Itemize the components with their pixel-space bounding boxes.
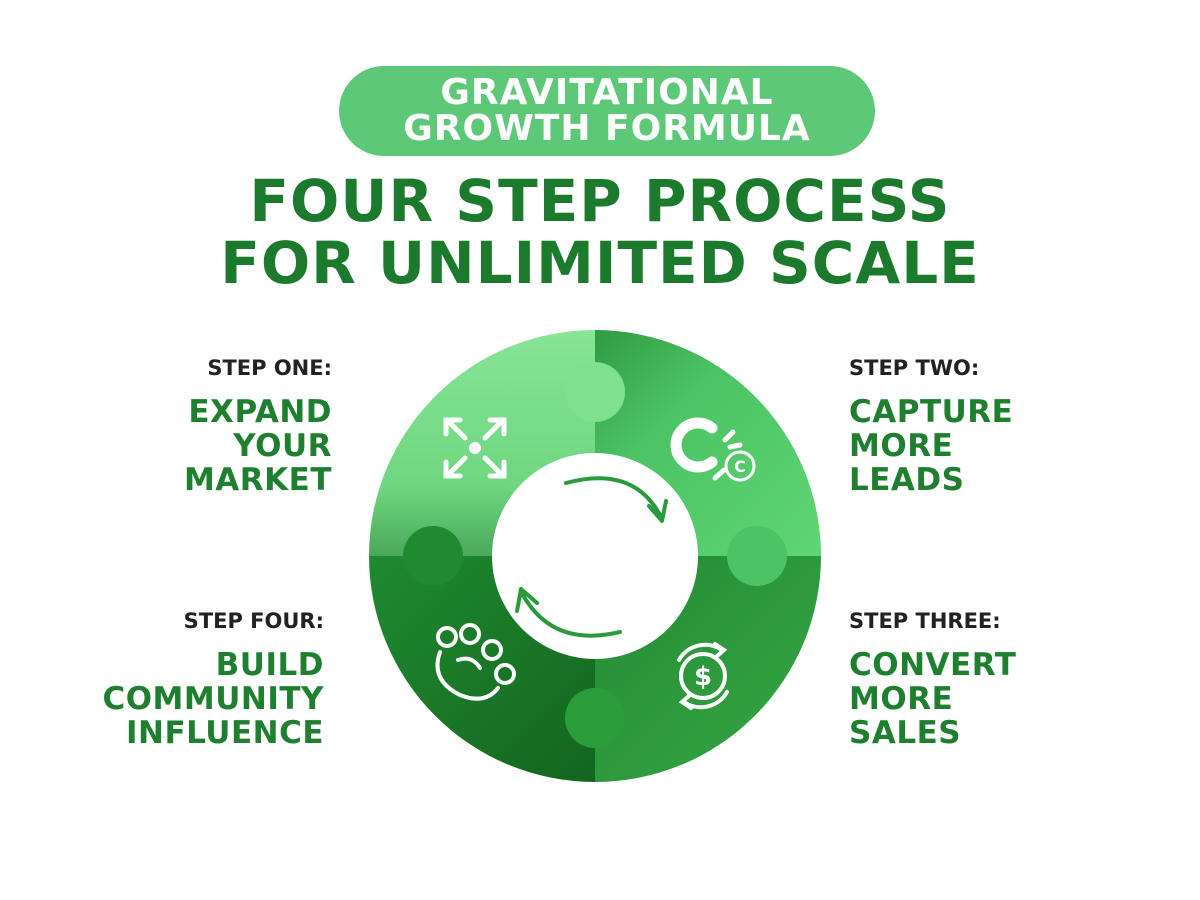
community-icon — [435, 623, 516, 701]
step-three-description: CONVERT MORE SALES — [849, 648, 1169, 750]
title-line-1: FOUR STEP PROCESS — [249, 167, 951, 235]
step-four-description: BUILD COMMUNITY INFLUENCE — [4, 648, 324, 750]
step-three-line-2: MORE — [849, 681, 954, 717]
step-three-line-3: SALES — [849, 715, 962, 751]
step-one-line-1: EXPAND — [188, 394, 332, 430]
step-three-line-1: CONVERT — [849, 647, 1017, 683]
pill-line-2: GROWTH FORMULA — [403, 108, 811, 149]
step-two-line-3: LEADS — [849, 462, 965, 498]
puzzle-knob-left — [403, 526, 463, 586]
step-two-line-2: MORE — [849, 428, 954, 464]
pill-line-1: GRAVITATIONAL — [440, 72, 774, 113]
dollar-cycle-icon: $ — [677, 642, 729, 710]
step-two-description: CAPTURE MORE LEADS — [849, 395, 1169, 497]
step-two-label: STEP TWO: — [849, 356, 980, 380]
puzzle-knob-bottom — [565, 688, 625, 748]
step-two-line-1: CAPTURE — [849, 394, 1014, 430]
step-one: STEP ONE: EXPAND YOUR MARKET — [32, 355, 332, 497]
step-four: STEP FOUR: BUILD COMMUNITY INFLUENCE — [4, 608, 324, 750]
svg-text:$: $ — [694, 662, 712, 692]
expand-arrows-icon — [443, 417, 507, 479]
step-one-label: STEP ONE: — [207, 356, 332, 380]
magnet-icon: C — [670, 417, 756, 482]
svg-text:C: C — [734, 457, 746, 476]
step-four-line-2: COMMUNITY — [102, 681, 324, 717]
step-one-line-2: YOUR — [233, 428, 332, 464]
step-four-label: STEP FOUR: — [183, 609, 324, 633]
step-one-line-3: MARKET — [183, 462, 332, 498]
page-title: FOUR STEP PROCESS FOR UNLIMITED SCALE — [0, 170, 1200, 294]
step-two: STEP TWO: CAPTURE MORE LEADS — [849, 355, 1169, 497]
puzzle-knob-right — [727, 526, 787, 586]
puzzle-knob-top — [565, 362, 625, 422]
step-four-line-1: BUILD — [215, 647, 324, 683]
step-three: STEP THREE: CONVERT MORE SALES — [849, 608, 1169, 750]
step-one-description: EXPAND YOUR MARKET — [32, 395, 332, 497]
title-line-2: FOR UNLIMITED SCALE — [220, 229, 980, 297]
center-circle — [492, 453, 698, 659]
step-four-line-3: INFLUENCE — [125, 715, 324, 751]
step-three-label: STEP THREE: — [849, 609, 1001, 633]
header-pill: GRAVITATIONAL GROWTH FORMULA — [339, 66, 875, 156]
cycle-arrows-icon — [515, 476, 668, 638]
